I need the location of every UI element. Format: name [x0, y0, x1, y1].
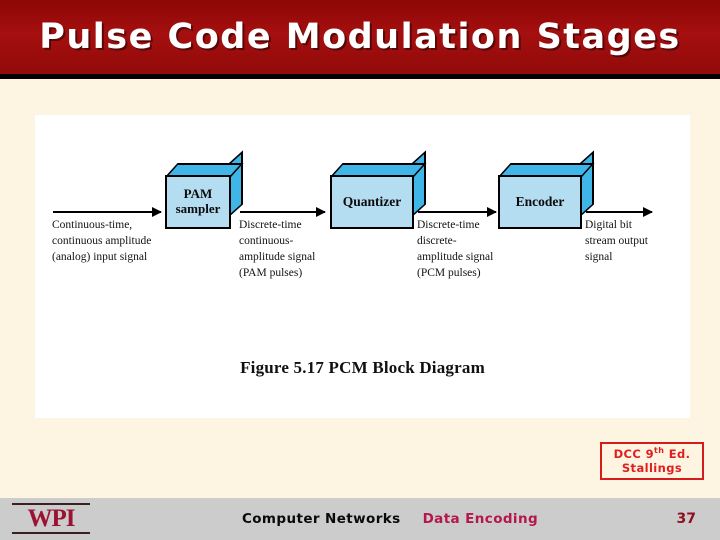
slide-content-panel: Continuous-time, continuous amplitude (a…	[35, 115, 690, 418]
logo-rule-bottom	[12, 532, 90, 534]
block-side-face	[229, 150, 243, 217]
block-side-face	[412, 150, 426, 217]
slide-title-banner: Pulse Code Modulation Stages	[0, 0, 720, 79]
logo-rule-top	[12, 503, 90, 505]
page-title: Pulse Code Modulation Stages	[39, 17, 681, 57]
wpi-logo: WPI	[12, 503, 90, 534]
arrow-pam-to-quantizer	[240, 207, 326, 217]
block-encoder: Encoder	[498, 150, 595, 229]
block-front-face: Quantizer	[330, 175, 414, 229]
block-label-encoder: Encoder	[515, 194, 565, 210]
citation-line-author: Stallings	[621, 460, 683, 475]
arrow-input	[53, 207, 162, 217]
page-number: 37	[676, 511, 696, 527]
wpi-logo-text: WPI	[27, 505, 76, 532]
signal-label-pcm-signal: Discrete-time discrete- amplitude signal…	[417, 219, 494, 279]
signal-label-pam-signal: Discrete-time continuous- amplitude sign…	[239, 219, 316, 279]
citation-edition-superscript: th	[654, 446, 665, 455]
slide-footer: WPI Computer Networks Data Encoding 37	[0, 498, 720, 540]
citation-edition-prefix: DCC 9	[613, 446, 655, 461]
block-side-face	[580, 150, 594, 217]
arrow-output	[586, 207, 653, 217]
block-label-pam-sampler: PAM sampler	[175, 186, 221, 216]
citation-edition-suffix: Ed.	[664, 446, 691, 461]
citation-line-edition: DCC 9th Ed.	[605, 446, 699, 461]
signal-label-output-signal: Digital bit stream output signal	[585, 219, 648, 263]
block-label-quantizer: Quantizer	[342, 194, 402, 210]
pcm-block-diagram: Continuous-time, continuous amplitude (a…	[35, 115, 690, 418]
footer-topic-label: Data Encoding	[422, 511, 539, 527]
source-citation-box: DCC 9th Ed. Stallings	[600, 442, 704, 480]
footer-course-label: Computer Networks	[241, 511, 401, 527]
block-front-face: Encoder	[498, 175, 582, 229]
block-front-face: PAM sampler	[165, 175, 231, 229]
arrow-quantizer-to-encoder	[418, 207, 497, 217]
signal-label-input-signal: Continuous-time, continuous amplitude (a…	[52, 219, 152, 263]
footer-center-text: Computer Networks Data Encoding	[180, 510, 600, 528]
block-pam-sampler: PAM sampler	[165, 150, 244, 229]
figure-caption: Figure 5.17 PCM Block Diagram	[240, 358, 485, 377]
block-quantizer: Quantizer	[330, 150, 427, 229]
